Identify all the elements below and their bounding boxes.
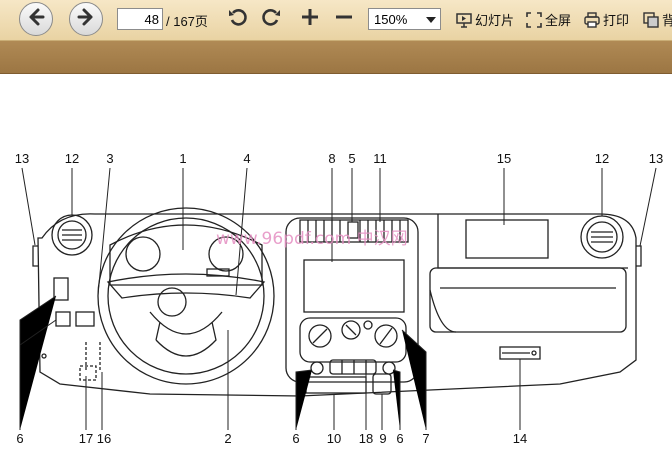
callout-bottom-6: 10 [327, 431, 341, 446]
slideshow-button[interactable]: 幻灯片 [456, 10, 514, 29]
zoom-in-button[interactable] [298, 7, 322, 31]
callout-bottom-11: 14 [513, 431, 527, 446]
zoom-select[interactable]: 150% [368, 8, 441, 30]
forward-button[interactable] [69, 2, 103, 36]
background-icon [643, 11, 659, 28]
rotate-right-icon [260, 6, 282, 33]
callout-top-7: 5 [348, 151, 355, 166]
background-label: 背 [662, 13, 672, 28]
toolbar-divider-strip [0, 41, 672, 74]
slideshow-label: 幻灯片 [475, 13, 515, 28]
print-button[interactable]: 打印 [584, 10, 629, 29]
callout-top-6: 8 [328, 151, 335, 166]
callout-top-11: 13 [649, 151, 663, 166]
rotate-left-icon [227, 6, 249, 33]
callout-bottom-5: 6 [292, 431, 299, 446]
callout-bottom-2: 17 [79, 431, 93, 446]
print-label: 打印 [603, 13, 630, 28]
callout-bottom-3: 16 [97, 431, 111, 446]
callout-top-8: 11 [373, 151, 387, 166]
printer-icon [584, 11, 600, 28]
slideshow-icon [456, 12, 472, 28]
callout-bottom-1: 6 [16, 431, 23, 446]
callout-top-4: 1 [179, 151, 186, 166]
back-button[interactable] [19, 2, 53, 36]
callout-bottom-8: 9 [379, 431, 386, 446]
background-button[interactable]: 背 [643, 10, 672, 29]
watermark-text: www.96pdf.com 中汉网 [216, 229, 408, 249]
callout-bottom-10: 7 [422, 431, 429, 446]
fullscreen-label: 全屏 [545, 13, 572, 28]
callout-top-9: 15 [497, 151, 511, 166]
callout-bottom-7: 18 [359, 431, 373, 446]
fullscreen-icon [526, 11, 542, 28]
callout-top-5: 4 [243, 151, 250, 166]
fullscreen-button[interactable]: 全屏 [526, 10, 571, 29]
chevron-down-icon [426, 17, 436, 23]
rotate-left-button[interactable] [226, 7, 250, 31]
dashboard-diagram: 13 12 3 1 4 8 5 11 15 12 13 6 17 16 2 6 … [15, 151, 663, 446]
page-number-input[interactable]: 48 [117, 8, 163, 30]
callout-bottom-4: 2 [224, 431, 231, 446]
callout-top-3: 3 [106, 151, 113, 166]
minus-icon [333, 6, 355, 33]
callout-top-2: 12 [65, 151, 79, 166]
rotate-right-button[interactable] [259, 7, 283, 31]
arrow-left-icon [25, 6, 47, 33]
page-total-label: / 167页 [166, 14, 208, 29]
callout-top-1: 13 [15, 151, 29, 166]
arrow-right-icon [75, 6, 97, 33]
callout-bottom-9: 6 [396, 431, 403, 446]
zoom-value: 150% [374, 12, 408, 27]
toolbar: 48 / 167页 150% 幻灯片 全屏 打印 背 [0, 0, 672, 41]
plus-icon [299, 6, 321, 33]
callout-top-10: 12 [595, 151, 609, 166]
zoom-out-button[interactable] [332, 7, 356, 31]
